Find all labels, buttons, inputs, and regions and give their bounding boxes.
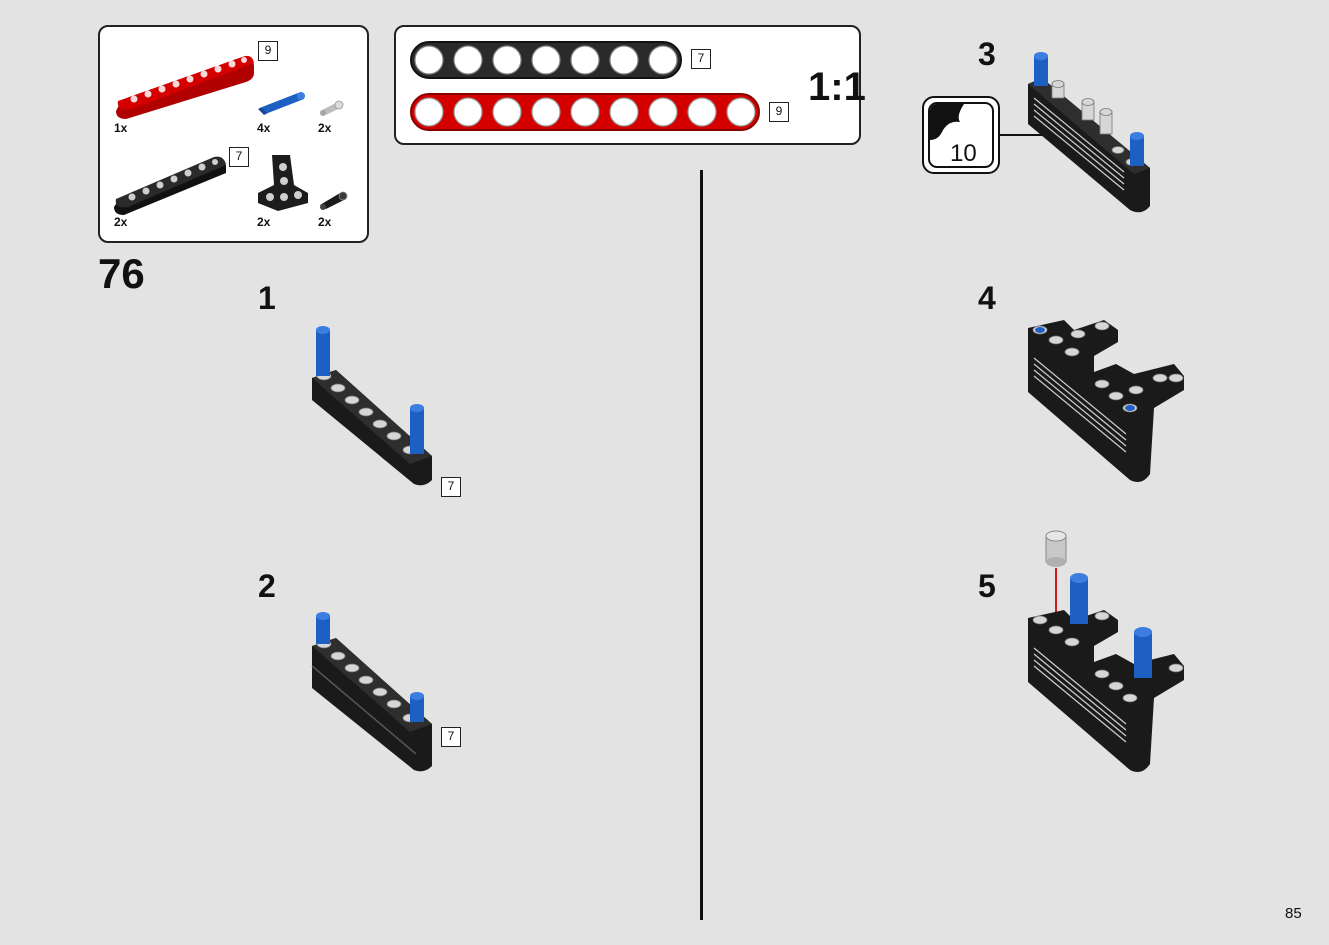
gray-pin-quantity: 2x: [318, 121, 332, 135]
black-beam-length-box: 7: [229, 147, 249, 167]
sub-step-1-number: 1: [258, 280, 276, 316]
red-beam-quantity: 1x: [114, 121, 128, 135]
black-beam-quantity: 2x: [114, 215, 128, 229]
step-1-assembly: [312, 326, 432, 486]
step-3-assembly: [1028, 52, 1150, 213]
blue-axle-pin-icon: [258, 92, 305, 115]
callout-leader-line: [1000, 134, 1062, 136]
light-gray-pin-icon: [320, 100, 344, 116]
main-step-number: 76: [98, 250, 145, 297]
rotate-callout-box: 10: [922, 96, 1000, 174]
gray-pin-to-insert: [1045, 530, 1067, 567]
black-friction-pin-icon: [320, 191, 348, 210]
step-1-blue-pins: [316, 326, 424, 454]
page-number: 85: [1285, 905, 1302, 922]
rotate-page-icon: [930, 104, 964, 140]
sub-step-3-number: 3: [978, 36, 996, 72]
friction-pin-quantity: 2x: [318, 215, 332, 229]
red-beam-9-icon: [116, 55, 255, 119]
parts-list-panel: 9 1x 4x 2x 7 2x 2x 2x: [98, 25, 369, 243]
step-5-assembly: [1028, 530, 1184, 772]
step-2-length-box: 7: [441, 727, 461, 747]
step-2-assembly: [311, 612, 432, 772]
sub-step-2-number: 2: [258, 568, 276, 604]
step-4-assembly: [1028, 320, 1184, 482]
sub-step-5-number: 5: [978, 568, 996, 604]
black-t-beam-icon: [258, 155, 308, 211]
scale-ruler-panel: 7 9 1:1: [394, 25, 866, 145]
scale-label: 1:1: [808, 65, 866, 109]
rotate-callout-number: 10: [950, 140, 977, 167]
sub-step-4-number: 4: [978, 280, 996, 316]
ruler-red-length-box: 9: [769, 102, 789, 122]
black-beam-7-icon: [114, 156, 226, 215]
ruler-black-length-box: 7: [691, 49, 711, 69]
step-1-length-box: 7: [441, 477, 461, 497]
t-beam-quantity: 2x: [257, 215, 271, 229]
black-beam-7-ruler: [410, 41, 682, 79]
blue-pin-quantity: 4x: [257, 121, 271, 135]
red-beam-length-box: 9: [258, 41, 278, 61]
column-divider: [700, 170, 703, 920]
red-beam-9-ruler: [410, 93, 760, 131]
